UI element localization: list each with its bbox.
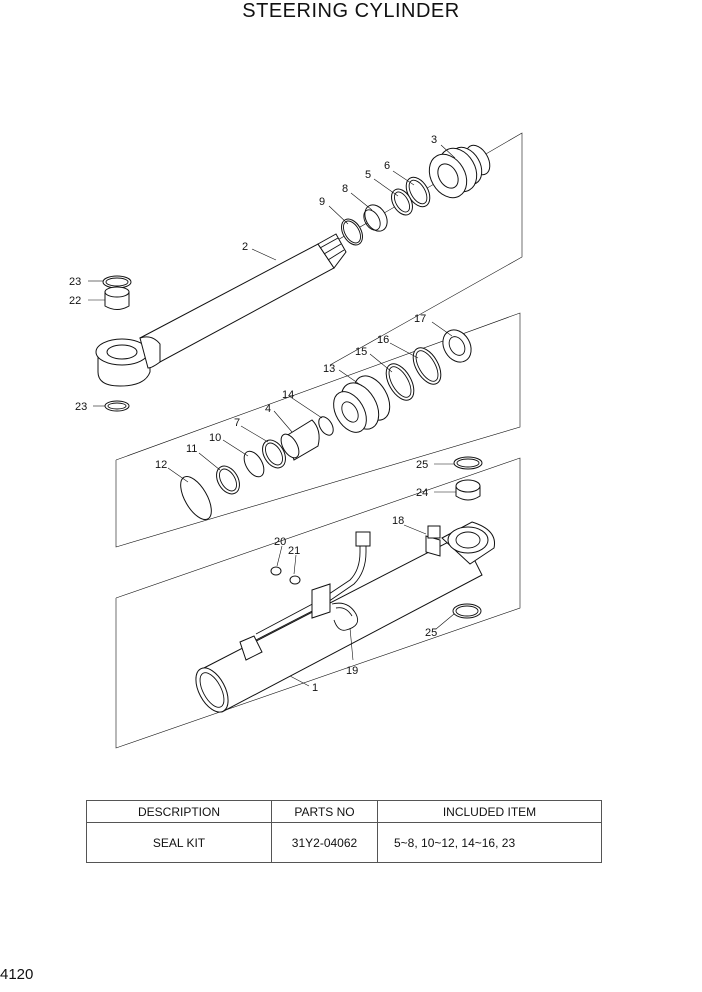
callout-25-bottom: 25 [425,627,437,639]
column-header-parts-no: PARTS NO [271,800,378,823]
callout-7: 7 [234,417,240,429]
callout-22: 22 [69,295,81,307]
cell-included-item: 5~8, 10~12, 14~16, 23 [377,822,602,863]
callout-23-bottom: 23 [75,401,87,413]
page-number: 4120 [0,966,34,983]
callout-13: 13 [323,363,335,375]
column-header-included-item: INCLUDED ITEM [377,800,602,823]
callout-20: 20 [274,536,286,548]
cylinder-tube [195,521,496,713]
callout-21: 21 [288,545,300,557]
callout-9: 9 [319,196,325,208]
callout-5: 5 [365,169,371,181]
callout-17: 17 [414,313,426,325]
leader-lines [88,144,456,687]
cell-description: SEAL KIT [86,822,272,863]
callout-1: 1 [312,682,318,694]
callout-15: 15 [355,346,367,358]
seal-kit-table: DESCRIPTION PARTS NO INCLUDED ITEM SEAL … [86,800,602,863]
callout-24: 24 [416,487,428,499]
gland [428,144,491,199]
callout-10: 10 [209,432,221,444]
boundary-plane-bottom [115,457,521,749]
callout-6: 6 [384,160,390,172]
callout-23-top: 23 [69,276,81,288]
piston-assembly [180,329,472,520]
pin-bushing-rings [452,456,483,619]
seal-rings-top [341,176,431,246]
callout-18: 18 [392,515,404,527]
bushing-and-rings [102,275,132,412]
callout-4: 4 [265,403,271,415]
callout-25-top: 25 [416,459,428,471]
callout-14: 14 [282,389,294,401]
callout-3: 3 [431,134,437,146]
callout-11: 11 [186,443,197,455]
callout-labels: 3 6 5 8 9 2 23 22 23 17 16 15 13 14 4 7 … [69,134,437,694]
page-title: STEERING CYLINDER [242,0,460,22]
cell-parts-no: 31Y2-04062 [271,822,378,863]
boundary-plane-middle [115,312,521,548]
table-header-row: DESCRIPTION PARTS NO INCLUDED ITEM [86,800,602,823]
callout-12: 12 [155,459,167,471]
callout-2: 2 [242,241,248,253]
piston-rod [95,233,347,387]
callout-19: 19 [346,665,358,677]
callout-8: 8 [342,183,348,195]
column-header-description: DESCRIPTION [86,800,272,823]
table-row: SEAL KIT 31Y2-04062 5~8, 10~12, 14~16, 2… [86,822,602,863]
callout-16: 16 [377,334,389,346]
